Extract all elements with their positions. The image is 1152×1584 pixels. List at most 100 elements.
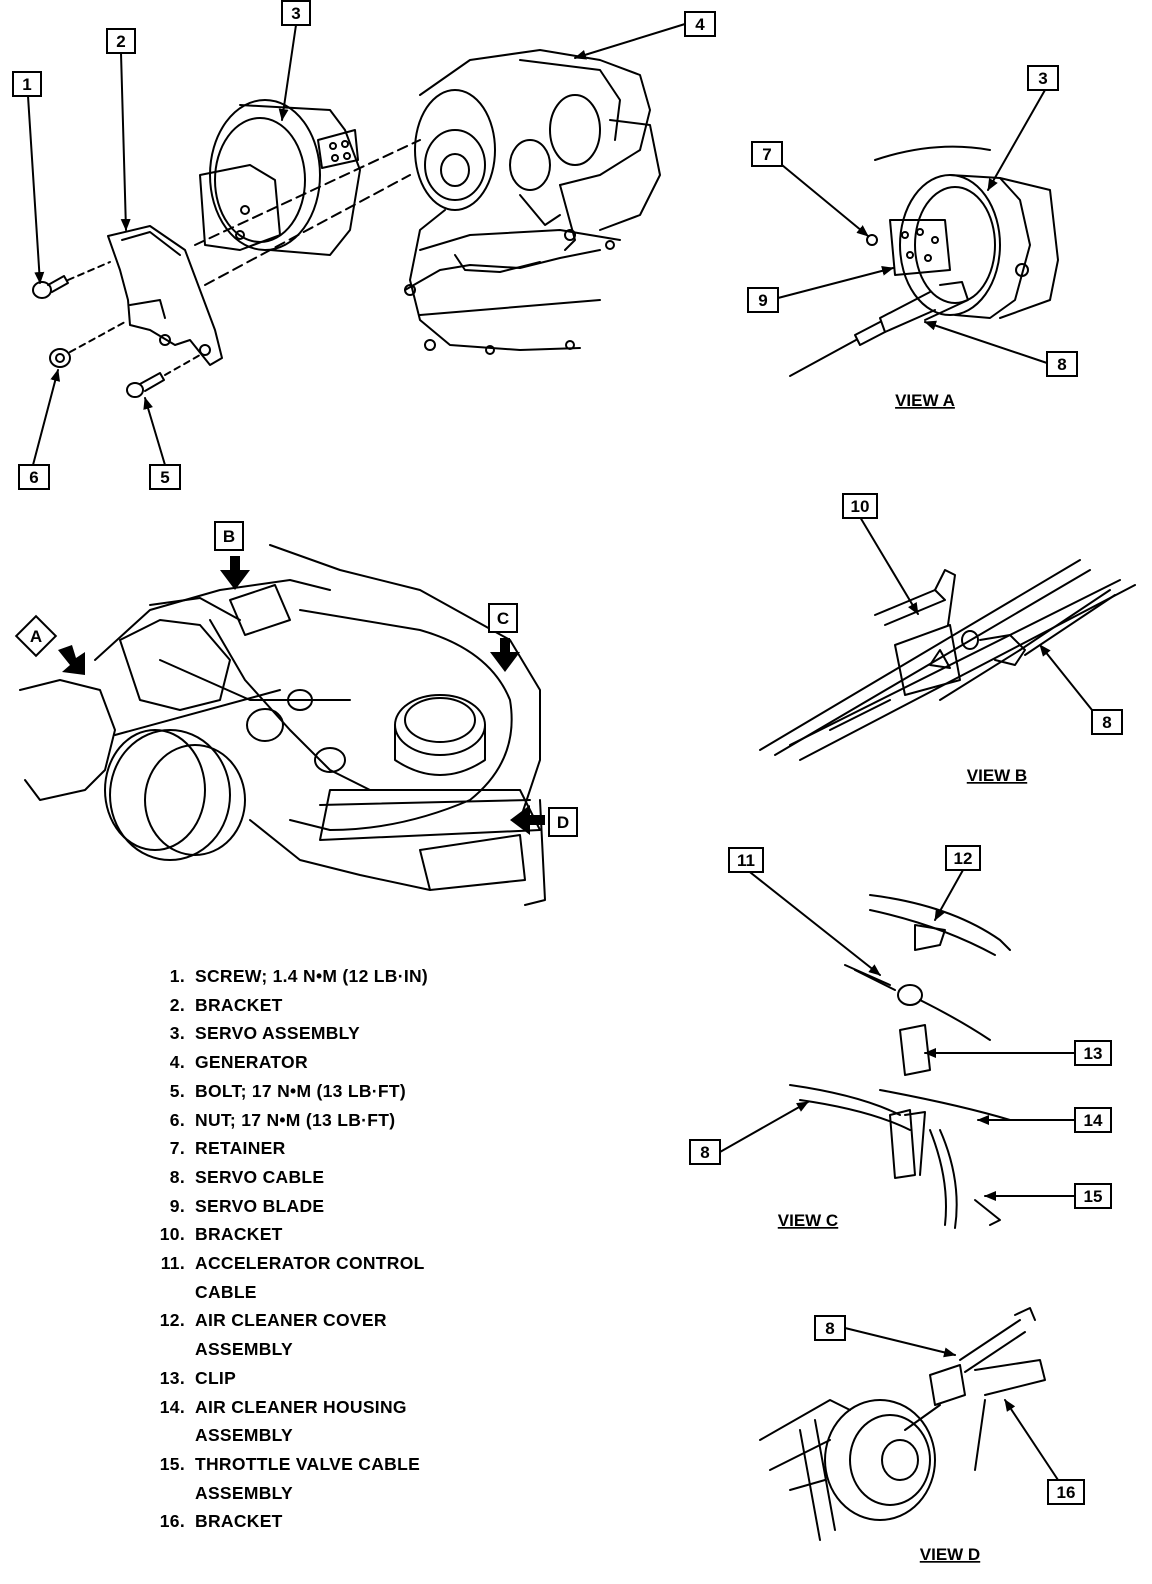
- svg-text:8: 8: [1102, 713, 1111, 732]
- svg-text:4: 4: [695, 15, 705, 34]
- view-arrows: [58, 556, 545, 835]
- legend-item: 13. CLIP: [150, 1364, 480, 1393]
- callout-3: 3: [281, 0, 311, 26]
- callout-6: 6: [18, 464, 50, 490]
- legend-item-number: 5.: [169, 1080, 185, 1101]
- callout-10: 10: [842, 493, 878, 519]
- callout-4: 4: [684, 11, 716, 37]
- view-b-artwork: [759, 559, 1136, 761]
- legend-item: 7. RETAINER: [150, 1134, 480, 1163]
- engine-overview: [19, 544, 546, 906]
- legend-item-number: 14.: [159, 1396, 185, 1417]
- servo-exploded-view: [32, 49, 661, 398]
- legend-item-number: 8.: [169, 1166, 185, 1187]
- view-arrow-b: B: [214, 521, 244, 551]
- callout-8-view-c: 8: [689, 1139, 721, 1165]
- svg-text:12: 12: [954, 849, 973, 868]
- svg-text:11: 11: [737, 851, 755, 870]
- legend-item-text: SERVO CABLE: [195, 1166, 325, 1187]
- legend-item: 15. THROTTLE VALVE CABLE ASSEMBLY: [150, 1450, 480, 1507]
- callout-7: 7: [751, 141, 783, 167]
- leader-lines: [27, 23, 1093, 1493]
- callout-16: 16: [1047, 1479, 1085, 1505]
- legend-item-text: BOLT; 17 N•M (13 LB·FT): [195, 1080, 407, 1101]
- view-arrow-a: A: [14, 614, 58, 658]
- svg-text:7: 7: [762, 145, 771, 164]
- view-a-label: VIEW A: [895, 391, 955, 410]
- legend-item-text: THROTTLE VALVE CABLE ASSEMBLY: [195, 1453, 421, 1503]
- svg-text:15: 15: [1084, 1187, 1103, 1206]
- svg-text:14: 14: [1084, 1111, 1103, 1130]
- legend-item-number: 9.: [169, 1195, 185, 1216]
- legend-item: 5. BOLT; 17 N•M (13 LB·FT): [150, 1077, 480, 1106]
- legend-item: 4.GENERATOR: [150, 1048, 480, 1077]
- view-a-artwork: [789, 145, 1059, 377]
- callout-1: 1: [12, 71, 42, 97]
- svg-text:8: 8: [700, 1143, 709, 1162]
- callout-14: 14: [1074, 1107, 1112, 1133]
- svg-text:3: 3: [291, 4, 300, 23]
- legend-item-text: BRACKET: [195, 1511, 283, 1532]
- legend-item-text: AIR CLEANER HOUSING ASSEMBLY: [195, 1396, 407, 1446]
- view-c-artwork: [789, 894, 1011, 1229]
- svg-text:10: 10: [851, 497, 870, 516]
- legend-item: 3.SERVO ASSEMBLY: [150, 1019, 480, 1048]
- legend-item: 10. BRACKET: [150, 1220, 480, 1249]
- legend-item: 6.NUT; 17 N•M (13 LB·FT): [150, 1106, 480, 1135]
- callout-3-view-a: 3: [1027, 65, 1059, 91]
- callout-2: 2: [106, 28, 136, 54]
- view-arrow-c: C: [488, 603, 518, 633]
- legend-item-text: NUT; 17 N•M (13 LB·FT): [195, 1109, 396, 1130]
- svg-text:9: 9: [758, 291, 767, 310]
- legend-item-number: 4.: [169, 1052, 185, 1073]
- callout-12: 12: [945, 845, 981, 871]
- legend-item: 8. SERVO CABLE: [150, 1163, 480, 1192]
- legend-item-text: BRACKET: [195, 1224, 283, 1245]
- legend-item: 2.BRACKET: [150, 991, 480, 1020]
- callout-5: 5: [149, 464, 181, 490]
- legend-item: 11. ACCELERATOR CONTROL CABLE: [150, 1249, 480, 1306]
- callout-13: 13: [1074, 1040, 1112, 1066]
- legend-item: 16. BRACKET: [150, 1507, 480, 1536]
- svg-text:6: 6: [29, 468, 38, 487]
- legend-item: 9. SERVO BLADE: [150, 1192, 480, 1221]
- legend-item-text: SCREW; 1.4 N•M (12 LB·IN): [195, 966, 429, 986]
- legend-item-number: 1.: [169, 966, 185, 986]
- legend-item-text: ACCELERATOR CONTROL CABLE: [195, 1253, 425, 1302]
- svg-text:13: 13: [1084, 1044, 1103, 1063]
- svg-text:3: 3: [1038, 69, 1047, 88]
- view-c-label: VIEW C: [778, 1211, 838, 1230]
- callout-8-view-d: 8: [814, 1315, 846, 1341]
- view-d-label: VIEW D: [920, 1545, 980, 1564]
- legend-item-number: 15.: [159, 1453, 185, 1474]
- svg-text:16: 16: [1057, 1483, 1076, 1502]
- svg-text:1: 1: [22, 75, 31, 94]
- svg-text:8: 8: [825, 1319, 834, 1338]
- callout-8-view-a: 8: [1046, 351, 1078, 377]
- callout-9: 9: [747, 287, 779, 313]
- callout-8-view-b: 8: [1091, 709, 1123, 735]
- legend-item-number: 13.: [159, 1367, 185, 1388]
- legend-item: 14. AIR CLEANER HOUSING ASSEMBLY: [150, 1393, 480, 1450]
- svg-text:C: C: [497, 609, 509, 628]
- legend-item-text: AIR CLEANER COVER ASSEMBLY: [195, 1310, 387, 1360]
- legend-item-number: 16.: [159, 1511, 185, 1532]
- callout-15: 15: [1074, 1183, 1112, 1209]
- legend-item-number: 12.: [159, 1310, 185, 1331]
- legend-item: 1. SCREW; 1.4 N•M (12 LB·IN): [150, 962, 480, 991]
- svg-text:5: 5: [160, 468, 169, 487]
- legend-item: 12. AIR CLEANER COVER ASSEMBLY: [150, 1306, 480, 1363]
- view-d-artwork: [759, 1307, 1046, 1541]
- svg-text:B: B: [223, 527, 235, 546]
- legend-item-number: 7.: [169, 1138, 185, 1159]
- legend-item-text: CLIP: [195, 1367, 237, 1388]
- legend-item-text: RETAINER: [195, 1138, 286, 1159]
- legend-item-number: 10.: [159, 1224, 185, 1245]
- svg-text:2: 2: [116, 32, 125, 51]
- legend-item-number: 11.: [160, 1253, 185, 1274]
- svg-text:8: 8: [1057, 355, 1066, 374]
- legend-item-text: SERVO BLADE: [195, 1195, 325, 1216]
- legend-item-number: 2.: [169, 994, 185, 1015]
